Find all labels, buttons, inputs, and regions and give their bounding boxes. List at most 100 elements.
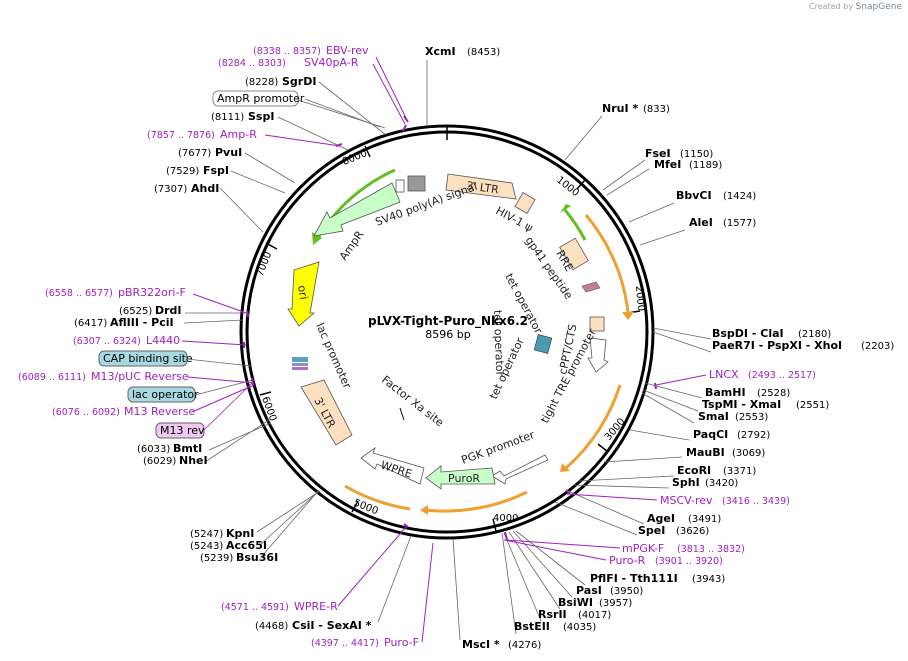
enzyme-pflfi-name: PflFI - Tth111I	[590, 572, 678, 585]
primer-l4440-name: L4440	[146, 334, 180, 347]
enzyme-tspmi-name: TspMI - XmaI	[702, 398, 781, 411]
feature-lac-operator-block	[292, 357, 308, 370]
feature-factorxa-mark	[399, 407, 405, 421]
tick-label-8000: 8000	[341, 148, 369, 168]
snapgene-brand: Created by SnapGene	[809, 2, 902, 12]
enzyme-fspi-name: FspI	[203, 164, 229, 177]
enzyme-paer7i-pos: (2203)	[861, 341, 894, 352]
enzyme-maubi-pos: (3069)	[732, 448, 765, 459]
primer-mpgk-name: mPGK-F	[622, 542, 664, 555]
enzyme-smai-name: SmaI	[698, 410, 729, 423]
enzyme-fspi-pos: (7529)	[166, 166, 199, 177]
enzyme-alei-name: AleI	[689, 216, 713, 229]
primer-mscv-pos: (3416 .. 3439)	[722, 496, 790, 507]
enzyme-xcmi-pos: (8453)	[467, 47, 500, 58]
enzyme-nrui-name: NruI *	[602, 102, 638, 115]
enzyme-leaders	[183, 60, 712, 641]
tick-6000	[259, 391, 272, 396]
feature-ltr3-top: 3' LTR	[445, 173, 517, 200]
primer-purof-name: Puro-F	[384, 636, 419, 649]
enzyme-nhei-pos: (6029)	[143, 456, 176, 467]
tick-label-4000: 4000	[493, 513, 518, 524]
enzyme-bmti-name: BmtI	[173, 442, 202, 455]
primer-purof-pos: (4397 .. 4417)	[311, 638, 379, 649]
enzyme-mfei-name: MfeI	[654, 158, 681, 171]
arc-orange-wpre-region	[344, 484, 411, 511]
feature-rre-box	[559, 237, 589, 271]
enzyme-bsiwi-name: BsiWI	[558, 596, 593, 609]
tick-1000	[576, 179, 586, 190]
enzyme-sspi-name: SspI	[248, 110, 274, 123]
primer-m13puc-name: M13/pUC Reverse	[91, 370, 189, 383]
arc-orange-ltr-region	[584, 214, 630, 313]
arc-orange-arrow-1	[622, 312, 634, 320]
feature-puro-arrow	[425, 465, 496, 490]
enzyme-bsu36i-pos: (5239)	[200, 553, 233, 564]
enzyme-bsiwi-pos: (3957)	[599, 598, 632, 609]
primer-lncx-name: LNCX	[709, 368, 739, 381]
feature-gp41-marker	[581, 281, 601, 293]
enzyme-bbvci-pos: (1424)	[723, 191, 756, 202]
enzyme-spei-pos: (3626)	[676, 526, 709, 537]
enzyme-fsei-name: FseI	[645, 147, 671, 160]
enzyme-bsu36i-name: Bsu36I	[236, 551, 278, 564]
primer-pbr-name: pBR322ori-F	[118, 286, 186, 299]
feature-wpre-arrow	[360, 446, 425, 485]
brand-snapgene: SnapGene	[855, 2, 902, 12]
box-cap-label: CAP binding site	[103, 352, 193, 365]
feature-ampr-arrow	[313, 182, 401, 237]
enzyme-spei-name: SpeI	[638, 524, 665, 537]
enzyme-acc65i-name: Acc65I	[226, 539, 267, 552]
enzyme-bamhi-pos: (2528)	[757, 388, 790, 399]
enzyme-tspmi-pos: (2551)	[796, 400, 829, 411]
box-m13rev-label: M13 rev	[160, 424, 205, 437]
plasmid-name: pLVX-Tight-Puro_Nkx6.2	[368, 314, 528, 329]
enzyme-ahdi-pos: (7307)	[154, 184, 187, 195]
arc-green-arrow-rre	[560, 204, 571, 213]
feature-pgk-label: PGK promoter	[460, 428, 537, 467]
enzyme-drdi-name: DrdI	[155, 304, 182, 317]
arc-orange-pgk-region	[565, 384, 622, 470]
tick-3000	[597, 443, 609, 453]
enzyme-agei-pos: (3491)	[688, 514, 721, 525]
enzyme-afliii-pos: (6417)	[74, 318, 107, 329]
primer-pbr-pos: (6558 .. 6577)	[45, 288, 113, 299]
enzyme-nhei-name: NheI	[179, 454, 208, 467]
tick-label-2000: 2000	[633, 285, 646, 311]
primer-l4440-pos: (6307 .. 6324)	[73, 336, 141, 347]
arc-orange-arrow-3	[420, 505, 428, 515]
enzyme-sgrdi-name: SgrDI	[282, 75, 316, 88]
tick-7000	[265, 242, 278, 250]
enzyme-pvui-name: PvuI	[215, 146, 242, 159]
feature-lac-promoter-label: lac promoter	[313, 321, 354, 391]
enzyme-smai-pos: (2553)	[735, 412, 768, 423]
enzyme-bsteii-name: BstEII	[514, 620, 550, 633]
box-lac-op	[127, 386, 196, 403]
feature-ltr3-bottom-box	[300, 379, 353, 446]
primer-puror-name: Puro-R	[609, 554, 646, 567]
enzyme-kpni-pos: (5247)	[190, 529, 223, 540]
feature-cppt-box	[589, 316, 605, 332]
box-ampr-promoter-label: AmpR promoter	[217, 92, 305, 105]
feature-tetop-block	[533, 334, 553, 354]
brand-created-by: Created by	[809, 2, 854, 11]
feature-factorxa-label: Factor Xa site	[379, 373, 446, 429]
enzyme-bsteii-pos: (4035)	[563, 622, 596, 633]
box-lac-op-label: lac operator	[132, 388, 199, 401]
enzyme-ecori-name: EcoRI	[677, 464, 711, 477]
enzyme-sspi-pos: (8111)	[211, 112, 244, 123]
primer-ebv-pos: (8338 .. 8357)	[253, 46, 321, 57]
feature-ori-arrow	[287, 261, 320, 327]
arc-orange-arrow-2	[560, 463, 570, 472]
enzyme-bbvci-name: BbvCI	[676, 189, 712, 202]
feature-ori-label: ori	[295, 284, 310, 300]
tick-5000	[351, 500, 359, 513]
primer-sv40pa-name: SV40pA-R	[304, 56, 359, 69]
primer-m13rev-name: M13 Reverse	[124, 405, 195, 418]
enzyme-bspdi-pos: (2180)	[798, 329, 831, 340]
enzyme-bmti-pos: (6033)	[137, 444, 170, 455]
box-m13rev	[155, 422, 205, 439]
enzyme-ahdi-name: AhdI	[191, 182, 219, 195]
enzyme-ecori-pos: (3371)	[723, 466, 756, 477]
primer-lncx-pos: (2493 .. 2517)	[748, 370, 816, 381]
